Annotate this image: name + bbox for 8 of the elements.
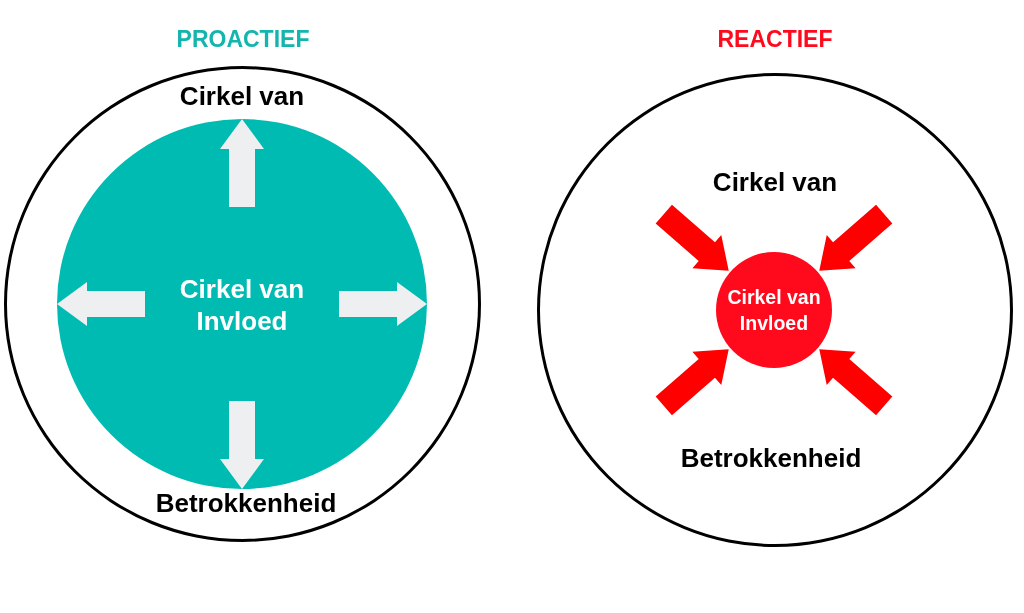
circle-label: Cirkel van Invloed	[178, 274, 306, 338]
section-heading: PROACTIEF	[176, 25, 310, 53]
section-heading: REACTIEF	[717, 25, 833, 53]
circle-label: Cirkel van Invloed	[726, 285, 822, 336]
circle-label: Betrokkenheid	[155, 489, 337, 519]
circle-label: Cirkel van	[712, 168, 838, 198]
circle-label: Cirkel van	[179, 82, 305, 112]
circle-label: Betrokkenheid	[680, 444, 862, 474]
